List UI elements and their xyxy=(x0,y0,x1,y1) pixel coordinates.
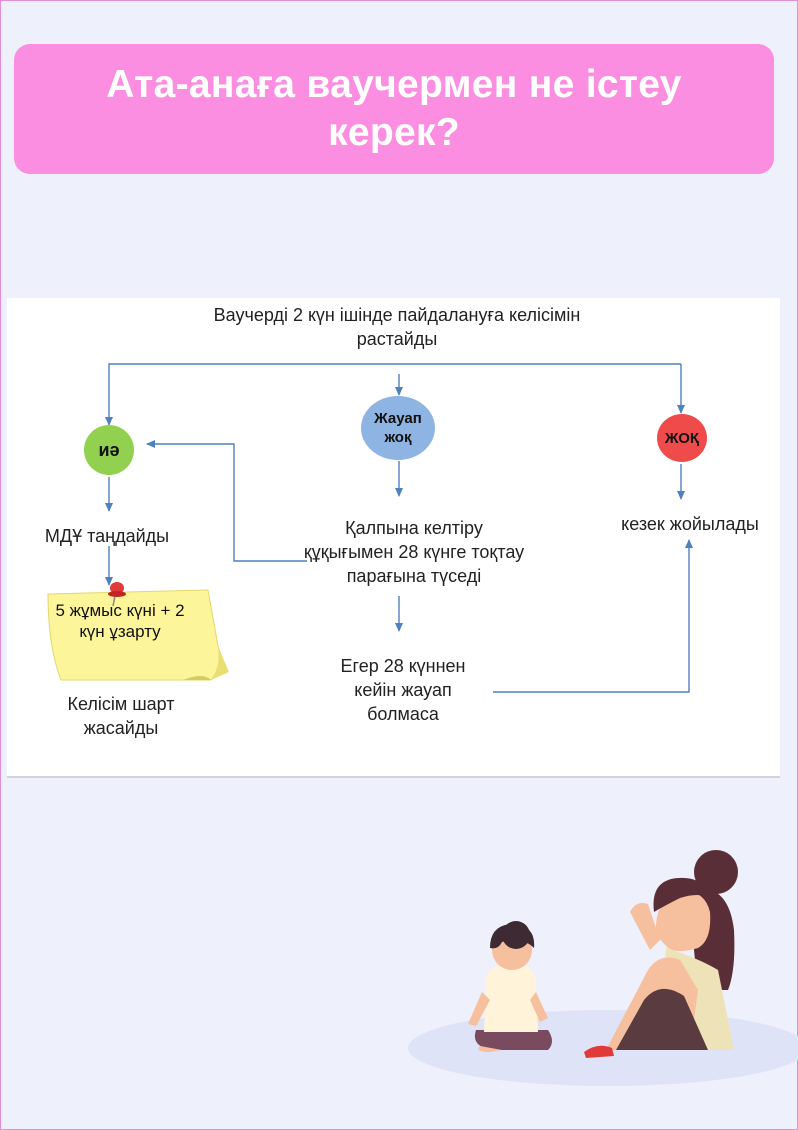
connector-stoplist-to-yes xyxy=(146,440,307,562)
flowchart-panel: Ваучерді 2 күн ішінде пайдалануға келісі… xyxy=(7,298,780,778)
no-answer-condition-text: Егер 28 күннен кейін жауап болмаса xyxy=(340,656,466,724)
queue-removed-text: кезек жойылады xyxy=(621,514,759,534)
mother-and-child-illustration xyxy=(408,850,798,1086)
mother-figure xyxy=(584,850,738,1058)
sign-contract-text: Келісім шарт жасайды xyxy=(67,694,175,738)
choose-organization-text: МДҰ таңдайды xyxy=(44,526,170,546)
no-answer-node: Жауап жоқ xyxy=(361,396,435,460)
connector-top-to-yes xyxy=(105,363,681,426)
top-step-text: Ваучерді 2 күн ішінде пайдалануға келісі… xyxy=(213,305,581,349)
page-title: Ата-анаға ваучермен не істеу керек? xyxy=(106,63,682,154)
no-answer-node-label: Жауап жоқ xyxy=(374,410,422,446)
no-node-label: ЖОҚ xyxy=(664,429,700,447)
child-figure xyxy=(468,921,552,1052)
connector-condition-to-queue xyxy=(493,539,693,693)
flowchart-connectors xyxy=(105,363,693,693)
no-node: ЖОҚ xyxy=(657,414,707,462)
sticky-note xyxy=(47,582,229,681)
title-banner: Ата-анаға ваучермен не істеу керек? xyxy=(14,44,774,174)
pushpin-icon xyxy=(108,582,126,607)
yes-node: иә xyxy=(84,425,134,475)
stop-list-text: Қалпына келтіру құқығымен 28 күнге тоқта… xyxy=(303,518,525,586)
yes-node-label: иә xyxy=(98,439,120,460)
sticky-note-text: 5 жұмыс күні + 2 күн ұзарту xyxy=(55,601,185,641)
